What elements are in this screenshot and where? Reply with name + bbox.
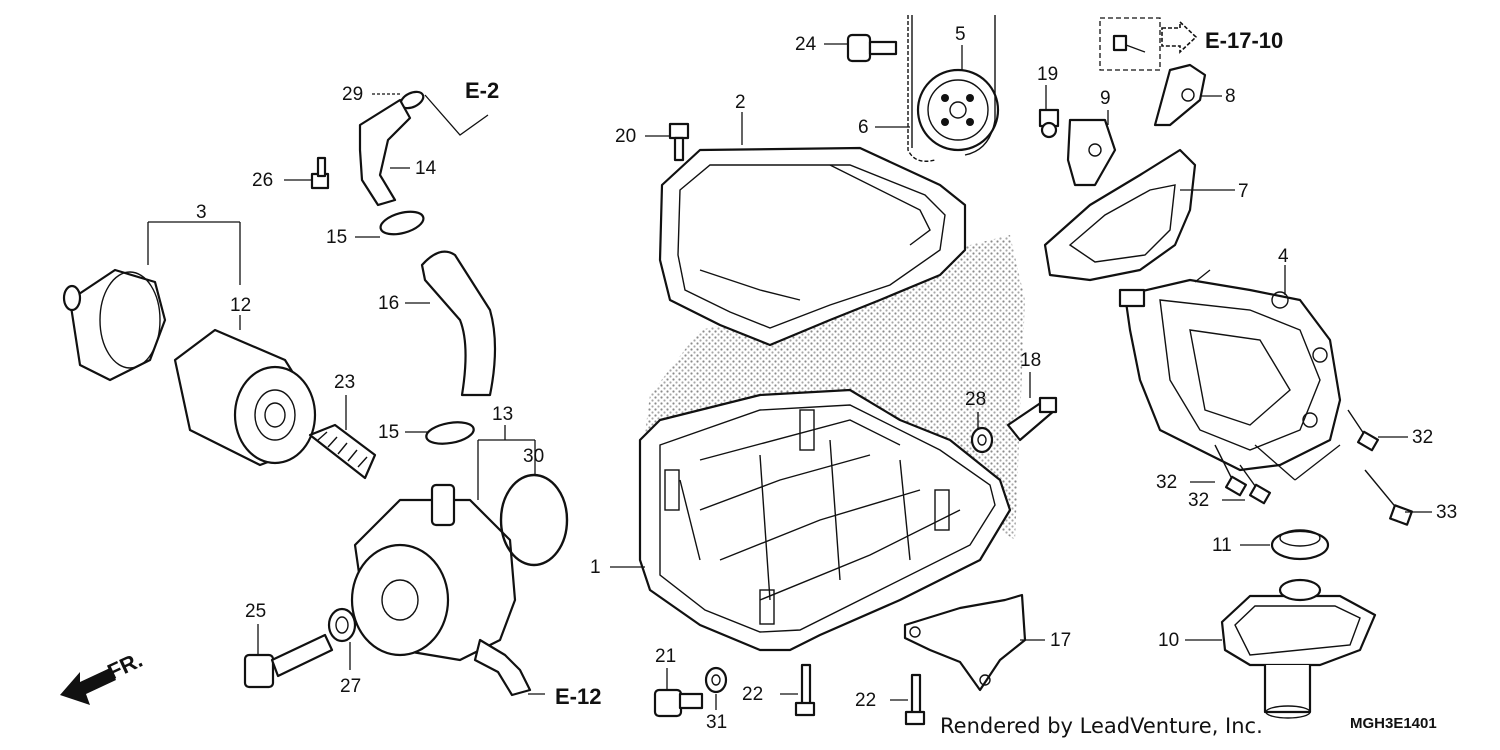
reference-e17-10: E-17-10 — [1205, 28, 1283, 53]
part-13-oil-cooler[interactable] — [350, 483, 532, 697]
part-4-oil-pump[interactable] — [1118, 278, 1342, 472]
callout-23: 23 — [334, 372, 355, 393]
leader-lines — [147, 43, 1432, 710]
part-7-pump-gasket[interactable] — [1043, 148, 1197, 282]
callout-1: 1 — [590, 557, 601, 578]
part-20-bolt[interactable] — [668, 122, 690, 162]
part-5-sprocket[interactable] — [916, 68, 1000, 152]
part-26-bolt[interactable] — [310, 156, 330, 190]
part-25-bolt[interactable] — [243, 633, 334, 689]
callout-12: 12 — [230, 295, 251, 316]
part-12-oil-filter[interactable] — [173, 328, 317, 467]
callout-22-right: 22 — [855, 690, 876, 711]
callout-10: 10 — [1158, 630, 1179, 651]
part-19-bolt[interactable] — [1038, 108, 1060, 139]
callout-32-right: 32 — [1412, 427, 1433, 448]
callout-labels: 1 2 3 4 5 6 7 8 9 10 11 12 13 14 15 15 1… — [196, 24, 1457, 733]
part-2-oil-pan-gasket[interactable] — [658, 146, 967, 347]
callout-17: 17 — [1050, 630, 1071, 651]
callout-18: 18 — [1020, 350, 1041, 371]
part-8-tensioner[interactable] — [1153, 63, 1207, 127]
callout-26: 26 — [252, 170, 273, 191]
callout-28: 28 — [965, 389, 986, 410]
part-10-oil-strainer[interactable] — [1220, 578, 1377, 719]
part-21-drain-bolt[interactable] — [653, 688, 704, 718]
part-15-upper-clamp[interactable] — [378, 208, 426, 239]
callout-8: 8 — [1225, 86, 1236, 107]
reference-e12: E-12 — [555, 684, 601, 709]
part-14-pipe[interactable] — [358, 98, 412, 207]
part-16-hose[interactable] — [420, 250, 497, 397]
callout-24: 24 — [795, 34, 817, 55]
callout-27: 27 — [340, 676, 361, 697]
callout-32-mid: 32 — [1188, 490, 1209, 511]
part-24-bolt[interactable] — [846, 33, 898, 63]
front-arrow-icon — [60, 668, 116, 705]
part-23-union-bolt[interactable] — [308, 423, 377, 480]
callout-15-lower: 15 — [378, 422, 399, 443]
part-30-o-ring[interactable] — [499, 473, 569, 567]
callout-4: 4 — [1278, 246, 1289, 267]
callout-13: 13 — [492, 404, 513, 425]
callout-2: 2 — [735, 92, 746, 113]
callout-3: 3 — [196, 202, 207, 223]
part-3-filter-wrench[interactable] — [62, 268, 167, 382]
callout-29: 29 — [342, 84, 363, 105]
callout-25: 25 — [245, 601, 266, 622]
part-27-washer[interactable] — [327, 607, 357, 643]
callout-30: 30 — [523, 446, 544, 467]
callout-9: 9 — [1100, 88, 1111, 109]
callout-5: 5 — [955, 24, 966, 45]
part-9-chain-guide[interactable] — [1066, 118, 1117, 187]
part-17-bracket[interactable] — [903, 593, 1027, 692]
reference-box — [1099, 17, 1198, 71]
callout-33: 33 — [1436, 502, 1457, 523]
callout-7: 7 — [1238, 181, 1249, 202]
part-18-switch[interactable] — [1006, 396, 1058, 442]
part-15-lower-clamp[interactable] — [425, 419, 476, 447]
part-1-oil-pan[interactable] — [638, 388, 1012, 652]
credit-text: Rendered by LeadVenture, Inc. — [940, 714, 1263, 738]
part-11-seal[interactable] — [1270, 529, 1330, 561]
callout-32-left: 32 — [1156, 472, 1177, 493]
callout-6: 6 — [858, 117, 869, 138]
callout-22-left: 22 — [742, 684, 763, 705]
callout-14: 14 — [415, 158, 437, 179]
reference-e2: E-2 — [465, 78, 499, 103]
callout-11: 11 — [1212, 535, 1232, 556]
part-28-washer[interactable] — [970, 426, 994, 454]
callout-16: 16 — [378, 293, 399, 314]
callout-21: 21 — [655, 646, 676, 667]
part-31-washer[interactable] — [704, 666, 728, 694]
part-33-bolt[interactable] — [1364, 469, 1413, 526]
callout-15-upper: 15 — [326, 227, 347, 248]
part-32-bolts[interactable] — [1214, 409, 1380, 505]
callout-20: 20 — [615, 126, 636, 147]
callout-19: 19 — [1037, 64, 1058, 85]
callout-31: 31 — [706, 712, 727, 733]
diagram-code: MGH3E1401 — [1350, 715, 1437, 732]
part-6-drive-chain[interactable] — [907, 15, 996, 162]
part-22-bolts[interactable] — [794, 663, 926, 726]
